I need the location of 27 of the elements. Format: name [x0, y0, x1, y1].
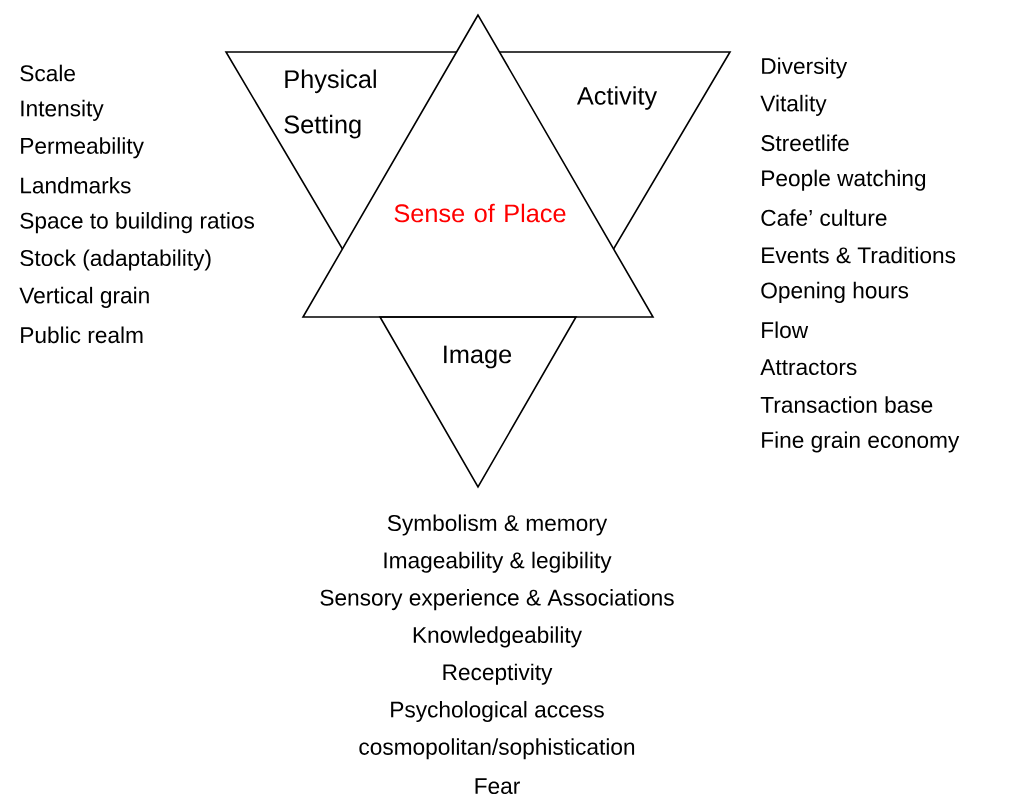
list-item: Fine grain economy	[762, 431, 960, 453]
list-item: Diversity	[762, 57, 848, 79]
list-item: Cafe’ culture	[761, 209, 887, 226]
list-item: Space to building ratios	[20, 212, 255, 234]
list-item: Landmarks	[21, 176, 131, 194]
list-item: Events & Traditions	[762, 246, 956, 264]
list-item: Psychological access	[391, 700, 604, 723]
list-item: Opening hours	[761, 281, 909, 303]
list-item: Public realm	[21, 326, 143, 344]
list-item: Fear	[475, 778, 520, 794]
list-item: cosmopolitan/sophistication	[359, 738, 635, 760]
list-item: Symbolism & memory	[387, 514, 608, 536]
list-item: Sensory experience & Associations	[320, 589, 674, 611]
list-item: Stock (adaptability)	[20, 249, 211, 271]
list-item: Vertical grain	[19, 286, 149, 308]
list-item: Attractors	[760, 359, 857, 376]
list-item: Knowledgeability	[413, 626, 582, 648]
list-item: Permeability	[21, 137, 144, 159]
list-item: Flow	[762, 321, 809, 339]
list-item: Streetlife	[761, 134, 849, 152]
list-item: Intensity	[21, 99, 104, 121]
list-item: Receptivity	[443, 663, 553, 685]
list-item: Scale	[20, 64, 75, 82]
list-item: People watching	[762, 169, 926, 191]
list-item: Transaction base	[760, 396, 933, 413]
list-item: Vitality	[760, 94, 827, 116]
list-item: Imageability & legibility	[384, 551, 612, 573]
